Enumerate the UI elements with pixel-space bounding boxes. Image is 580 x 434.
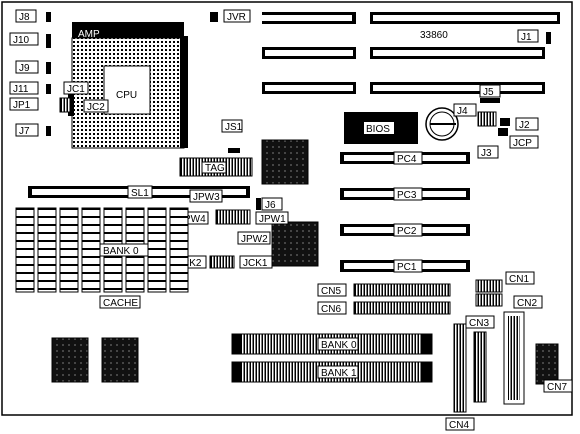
cn6-header [353,301,451,315]
cn1-header [475,279,503,293]
label-pc1: PC1 [397,262,417,273]
label-tag: TAG [205,163,225,174]
label-j9: J9 [19,63,30,74]
label-cn2: CN2 [517,298,537,309]
jcp-header [498,128,508,136]
cpu-socket [68,22,188,149]
chipset-2 [271,221,319,267]
isa-slots [262,12,560,94]
cpu-brand: AMP [78,29,100,40]
left-jumpers [46,12,71,136]
label-jpw2: JPW2 [241,234,268,245]
cpu-label: CPU [116,90,137,101]
label-jvr: JVR [227,12,246,23]
label-pc2: PC2 [397,226,417,237]
cache-bank [15,207,189,293]
label-jc2: JC2 [87,102,105,113]
label-j1: J1 [521,32,532,43]
label-jpw1: JPW1 [259,214,286,225]
j4-header [477,111,497,127]
label-pc3: PC3 [397,190,417,201]
label-pc4: PC4 [397,154,417,165]
cn2-header [475,293,503,307]
label-js1: JS1 [225,122,243,133]
chip-lower-left-2 [101,337,139,383]
j6-header [256,198,261,210]
cn3-header [473,331,487,403]
label-j4: J4 [457,106,468,117]
label-jpw3: JPW3 [193,192,220,203]
label-cn1: CN1 [509,274,529,285]
js1-header [228,148,240,153]
label-bios: BIOS [366,124,390,135]
label-jck2: JCK2 [177,258,202,269]
j5-header [480,98,500,103]
jpw-header [215,209,251,225]
label-jck1: JCK1 [243,258,268,269]
j2-header [500,118,510,126]
jvr-header [210,12,218,22]
label-cn4: CN4 [449,420,469,431]
label-cn7: CN7 [547,382,567,393]
board-id: 33860 [420,30,448,41]
label-cache-bank: BANK 0 [103,246,139,257]
label-jc1: JC1 [67,84,85,95]
jck-header [209,255,235,269]
label-cn5: CN5 [321,286,341,297]
chip-lower-left-1 [51,337,89,383]
battery [425,107,459,141]
label-j5: J5 [483,87,494,98]
label-j10: J10 [13,35,30,46]
label-cache: CACHE [103,298,138,309]
chipset-1 [261,139,309,185]
label-j11: J11 [13,84,29,95]
label-jcp: JCP [513,138,532,149]
label-j2: J2 [519,120,530,131]
label-j7: J7 [19,126,30,137]
cn4-header [453,323,467,413]
cn5-header [353,283,451,297]
label-sl1: SL1 [131,188,149,199]
label-j6: J6 [265,200,276,211]
label-cn6: CN6 [321,304,341,315]
label-simm-bank0: BANK 0 [321,340,357,351]
label-jpw4: JPW4 [179,214,206,225]
cn7-connector [535,343,559,385]
label-simm-bank1: BANK 1 [321,368,357,379]
j1-header [546,32,551,44]
label-j8: J8 [19,12,30,23]
label-j3: J3 [481,148,492,159]
label-jp1: JP1 [13,100,31,111]
label-cn3: CN3 [469,318,489,329]
